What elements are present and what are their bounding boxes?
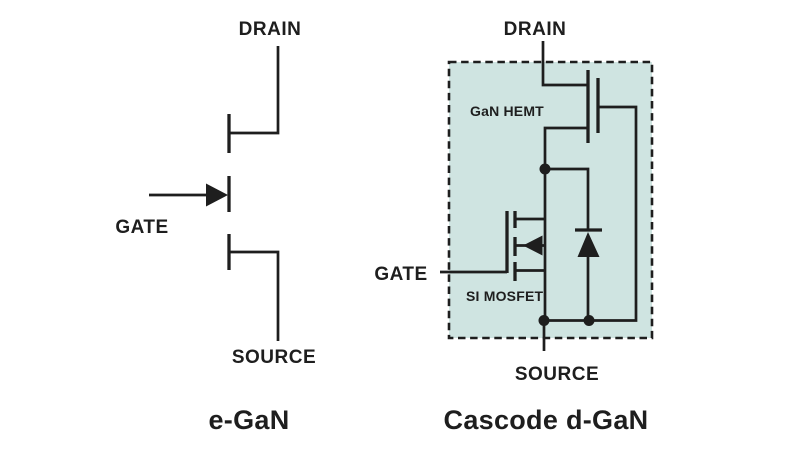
source-label: SOURCE — [515, 364, 599, 385]
diagram-title: e-GaN — [208, 405, 289, 435]
mosfet-symbol — [440, 211, 545, 281]
diode-anode-triangle — [577, 232, 600, 257]
cascode-d-gan-diagram: DRAIN GaN HEMT — [374, 19, 654, 435]
drain-lead — [541, 41, 588, 87]
gate-label: GATE — [115, 217, 168, 238]
source-label: SOURCE — [232, 347, 316, 368]
gate-label: GATE — [374, 264, 427, 285]
drain-label: DRAIN — [239, 19, 302, 40]
gate-arrow-icon — [206, 183, 228, 207]
diagram-title: Cascode d-GaN — [444, 405, 649, 435]
source-lead — [230, 250, 280, 341]
hemt-label: GaN HEMT — [470, 103, 544, 119]
drain-lead — [230, 46, 280, 135]
drain-label: DRAIN — [504, 19, 567, 40]
mosfet-label: SI MOSFET — [466, 288, 543, 304]
mosfet-body-arrow-icon — [523, 235, 543, 256]
diode-top-wire — [545, 167, 590, 230]
hemt-source-wire — [543, 126, 588, 321]
e-gan-diagram: DRAIN GATE SOURCE e-GaN — [115, 19, 316, 435]
body-diode-symbol — [545, 167, 602, 321]
